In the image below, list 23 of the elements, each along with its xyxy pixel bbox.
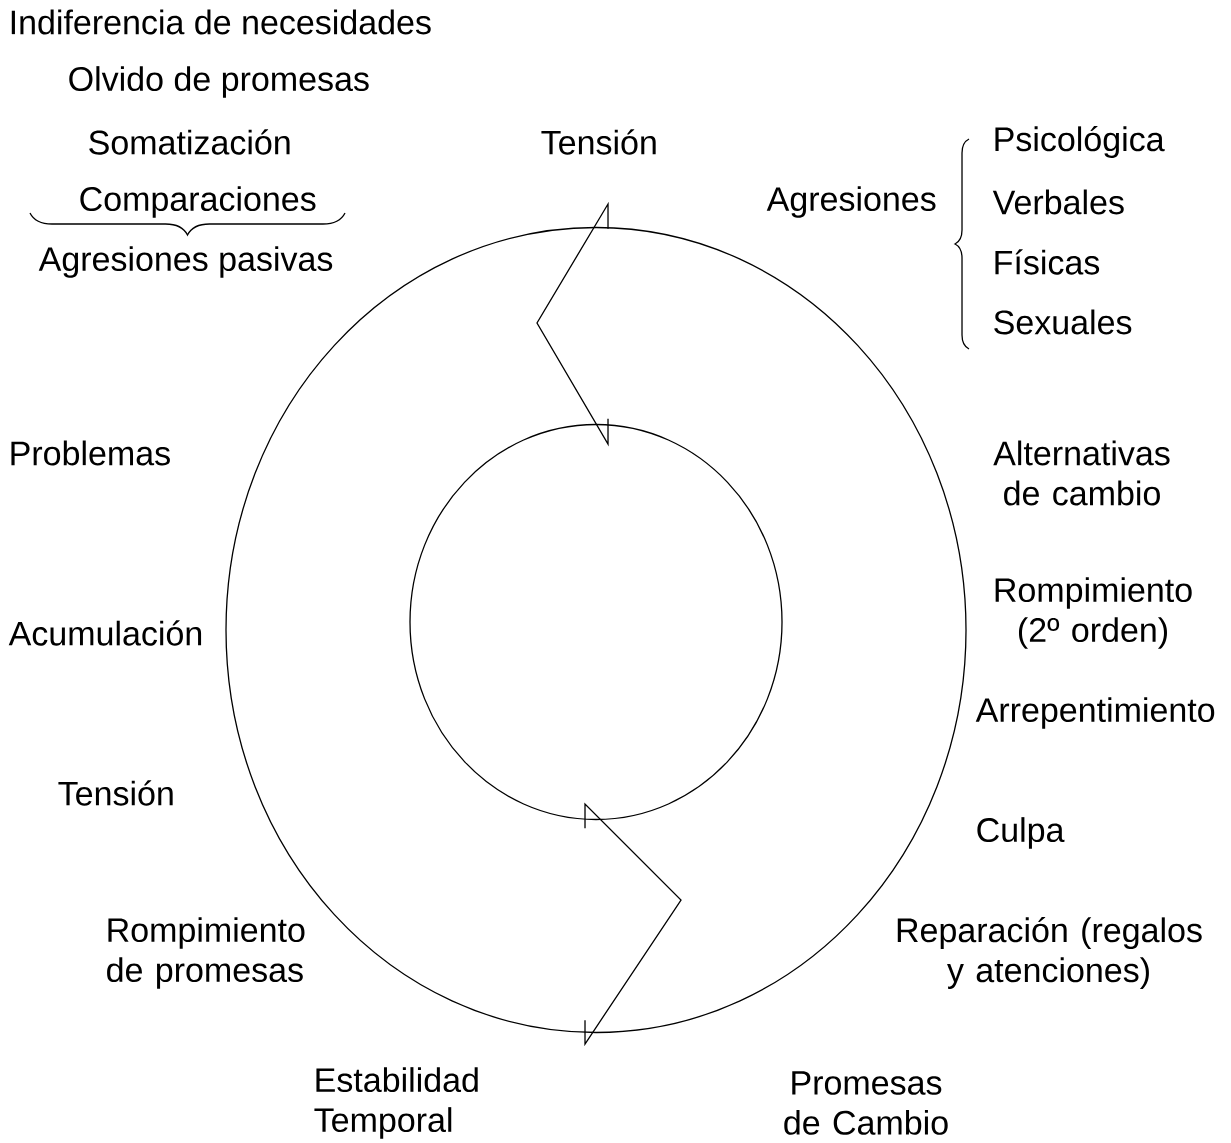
label-text: Arrepentimiento <box>975 697 1215 729</box>
label-text: Psicológica <box>995 125 1165 159</box>
label-text: Olvido de promesas <box>69 66 369 98</box>
label-text: Rompimiento de promesas <box>107 917 305 989</box>
label-text: Físicas <box>995 249 1100 275</box>
label-text: Agresiones <box>766 186 936 218</box>
label-text: Tensión <box>541 129 656 155</box>
label-text: Somatización <box>89 129 290 155</box>
label-text: Sexuales <box>994 309 1132 335</box>
label-text: Tensión <box>58 780 173 806</box>
label-text: Problemas <box>11 440 170 466</box>
label-text: Promesas de Cambio <box>784 1071 948 1135</box>
circle <box>409 423 783 821</box>
label-text: Acumulación <box>8 620 202 646</box>
label-text: Rompimiento (2º orden) <box>995 577 1192 649</box>
label-text: Verbales <box>992 189 1124 215</box>
label-text: Culpa <box>977 817 1065 849</box>
label-text: Alternativas de cambio <box>993 440 1170 506</box>
label-text: Estabilidad Temporal <box>314 1067 478 1139</box>
label-text: Comparaciones <box>80 186 316 218</box>
label-text: Reparación (regalos y atenciones) <box>897 916 1202 990</box>
label-text: Indiferencia de necesidades <box>11 9 431 35</box>
label-text: Agresiones pasivas <box>38 246 333 278</box>
